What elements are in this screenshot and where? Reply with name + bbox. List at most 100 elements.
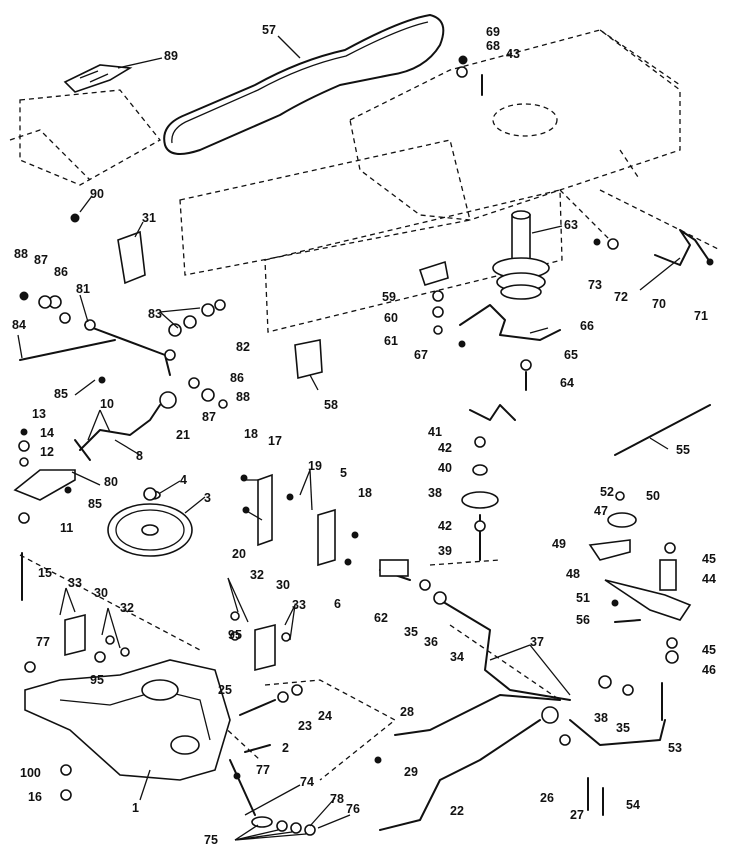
label-72: 72 [614,290,628,304]
label-25: 25 [218,683,232,697]
label-32: 32 [120,601,134,615]
label-47: 47 [594,504,608,518]
bracket-59 [418,260,449,286]
label-5: 5 [340,466,347,480]
brackets-17-5 [242,473,336,567]
brackets-30 [64,613,276,672]
label-86: 86 [54,265,68,279]
label-78: 78 [330,792,344,806]
label-77b: 77 [256,763,270,777]
bracket-80 [13,469,76,501]
hardware-75 [251,816,316,836]
label-75: 75 [204,833,218,847]
brake-rod-34 [379,559,571,701]
transaxle-1 [24,659,256,816]
label-43: 43 [506,47,520,61]
label-95: 95 [90,673,104,687]
label-29: 29 [404,765,418,779]
label-19: 19 [308,459,322,473]
bracket-58 [294,339,323,380]
label-88b: 88 [236,390,250,404]
shift-rod-70 [654,229,711,266]
spring-clip-31 [117,230,146,285]
label-4: 4 [180,473,187,487]
label-52: 52 [600,485,614,499]
label-57: 57 [262,23,276,37]
label-42: 42 [438,441,452,455]
springs-25-2 [239,699,276,753]
label-33b: 33 [292,598,306,612]
label-62: 62 [374,611,388,625]
label-8: 8 [136,449,143,463]
label-30: 30 [94,586,108,600]
label-17: 17 [268,434,282,448]
label-13: 13 [32,407,46,421]
idler-bracket-66 [459,304,561,341]
label-81: 81 [76,282,90,296]
label-46: 46 [702,663,716,677]
label-89: 89 [164,49,178,63]
label-70: 70 [652,297,666,311]
label-85: 85 [54,387,68,401]
brake-rod-53 [569,719,666,746]
label-71: 71 [694,309,708,323]
label-63: 63 [564,218,578,232]
label-64: 64 [560,376,574,390]
label-11: 11 [60,521,73,535]
label-38b: 38 [594,711,608,725]
label-6: 6 [334,597,341,611]
label-80: 80 [104,475,118,489]
label-76: 76 [346,802,360,816]
label-30b: 30 [276,578,290,592]
label-85b: 85 [88,497,102,511]
label-69: 69 [486,25,500,39]
label-51: 51 [576,591,590,605]
label-32b: 32 [250,568,264,582]
label-83: 83 [148,307,162,321]
shift-lever-8 [74,391,177,461]
shift-lever-81 [19,295,176,376]
label-61: 61 [384,334,398,348]
label-45: 45 [702,552,716,566]
label-60: 60 [384,311,398,325]
drive-belt [163,14,445,155]
label-36: 36 [424,635,438,649]
clutch-41 [461,404,516,561]
label-39: 39 [438,544,452,558]
label-74: 74 [300,775,314,789]
label-12: 12 [40,445,54,459]
label-87: 87 [34,253,48,267]
label-88: 88 [14,247,28,261]
label-28: 28 [400,705,414,719]
fasteners [18,55,714,816]
label-48: 48 [566,567,580,581]
label-41: 41 [428,425,442,439]
label-40: 40 [438,461,452,475]
label-42b: 42 [438,519,452,533]
label-2: 2 [282,741,289,755]
label-55: 55 [676,443,690,457]
label-22: 22 [450,804,464,818]
label-66: 66 [580,319,594,333]
label-31: 31 [142,211,156,225]
label-20: 20 [232,547,246,561]
label-65: 65 [564,348,578,362]
label-34: 34 [450,650,464,664]
chassis-frame [9,29,721,781]
label-18: 18 [244,427,258,441]
label-3: 3 [204,491,211,505]
label-16: 16 [28,790,42,804]
label-14: 14 [40,426,54,440]
label-24: 24 [318,709,332,723]
pulley-47 [588,512,692,621]
spring-55 [614,404,711,456]
spindle-pulley-63 [492,210,550,300]
label-87b: 87 [202,410,216,424]
label-33: 33 [68,576,82,590]
label-37: 37 [530,635,544,649]
label-38: 38 [428,486,442,500]
label-86b: 86 [230,371,244,385]
label-54: 54 [626,798,640,812]
